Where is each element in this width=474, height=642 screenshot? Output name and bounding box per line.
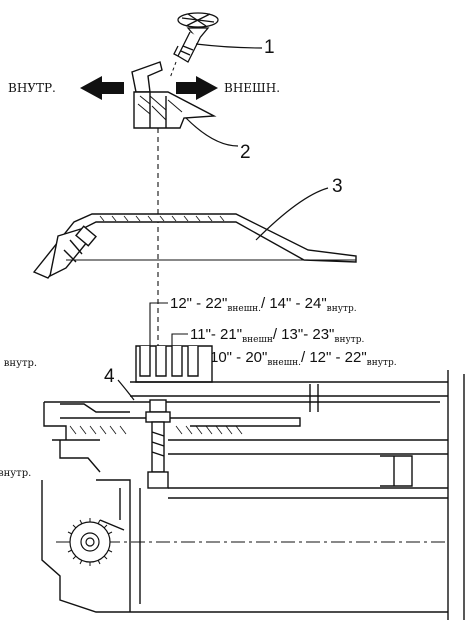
svg-text:12" - 22"внешн./ 14" - 24"внут: 12" - 22"внешн./ 14" - 24"внутр. bbox=[170, 295, 357, 314]
callout-4: 4 bbox=[104, 366, 115, 387]
gear-icon bbox=[66, 518, 114, 566]
toothed-adjuster bbox=[135, 345, 213, 383]
size-label-3: 10" - 20"внешн./ 12" - 22"внутр. bbox=[210, 349, 397, 368]
hood-hatch bbox=[99, 215, 225, 222]
callout-1: 1 bbox=[264, 37, 275, 58]
clamp-hatch bbox=[137, 95, 183, 121]
callout-line-1 bbox=[195, 43, 263, 49]
callout-3: 3 bbox=[332, 176, 343, 197]
svg-text:10" - 20"внешн./ 12" - 22"внут: 10" - 20"внешн./ 12" - 22"внутр. bbox=[210, 349, 397, 368]
hood-part bbox=[32, 213, 357, 279]
direction-inner-label: ВНУТР. bbox=[8, 81, 56, 95]
bolt bbox=[145, 399, 171, 489]
housing bbox=[41, 370, 465, 620]
direction-outer-label: ВНЕШН. bbox=[224, 81, 280, 95]
callout-line-3 bbox=[255, 187, 329, 241]
callout-line-4 bbox=[117, 379, 135, 401]
svg-text:11"- 21"внешн/ 13"- 23"внутр.: 11"- 21"внешн/ 13"- 23"внутр. bbox=[190, 326, 364, 345]
arrow-outer-icon bbox=[176, 76, 218, 100]
arrow-inner-icon bbox=[80, 76, 124, 100]
clamp-block bbox=[131, 61, 217, 129]
housing-hatch bbox=[69, 425, 243, 435]
size-label-2: 11"- 21"внешн/ 13"- 23"внутр. bbox=[190, 326, 364, 345]
cut-label-left-b: внутр. bbox=[0, 468, 31, 479]
callout-line-2 bbox=[185, 117, 239, 147]
size-label-1: 12" - 22"внешн./ 14" - 24"внутр. bbox=[170, 295, 357, 314]
center-line-top bbox=[169, 61, 177, 79]
cut-label-left-a: " внутр. bbox=[0, 358, 37, 369]
callout-2: 2 bbox=[240, 142, 251, 163]
screw-part bbox=[173, 12, 219, 63]
